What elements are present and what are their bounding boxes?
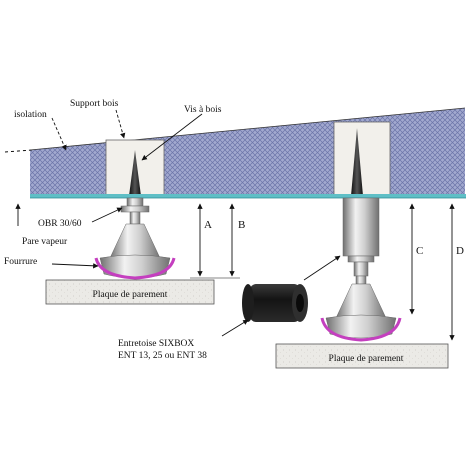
leader-right-assembly: [303, 255, 341, 281]
fourrure-right: [320, 317, 402, 342]
leader-support-bois: [115, 109, 126, 139]
label-isolation: isolation: [14, 110, 47, 120]
wood-screw-right: [351, 128, 363, 196]
label-obr: OBR 30/60: [38, 219, 82, 229]
leader-entretoise: [221, 319, 249, 337]
plaque-right-label: Plaque de parement: [329, 354, 404, 364]
plaque-left: [45, 279, 215, 305]
label-pare-vapeur: Pare vapeur: [22, 237, 68, 247]
plaque-left-label: Plaque de parement: [93, 290, 168, 300]
label-vis-a-bois: Vis à bois: [184, 105, 222, 115]
dim-label-a: A: [204, 219, 212, 231]
fourrure-left: [94, 257, 176, 280]
label-support-bois: Support bois: [70, 99, 119, 109]
dim-label-b: B: [238, 219, 245, 231]
plaque-right: [275, 343, 449, 369]
vapour-barrier: [30, 194, 466, 198]
dim-label-d: D: [456, 245, 464, 257]
leader-vis-a-bois: [141, 113, 203, 161]
slope-dashed-line: [4, 149, 33, 153]
wood-support-right: [333, 121, 391, 197]
dim-label-c: C: [416, 245, 423, 257]
label-entretoise-line1: Entretoise SIXBOX: [118, 339, 194, 349]
suspension-left: [99, 197, 171, 279]
leader-isolation: [51, 117, 67, 151]
leader-obr: [91, 207, 123, 223]
label-fourrure: Fourrure: [4, 257, 37, 267]
wood-screw-left: [129, 150, 141, 196]
insulation-top-edge: [29, 107, 466, 151]
suspension-right: [325, 197, 397, 339]
insulation-layer: [30, 108, 465, 196]
label-entretoise-line2: ENT 13, 25 ou ENT 38: [118, 351, 207, 361]
leader-fourrure: [51, 263, 99, 269]
entretoise-sixbox: [242, 284, 308, 322]
